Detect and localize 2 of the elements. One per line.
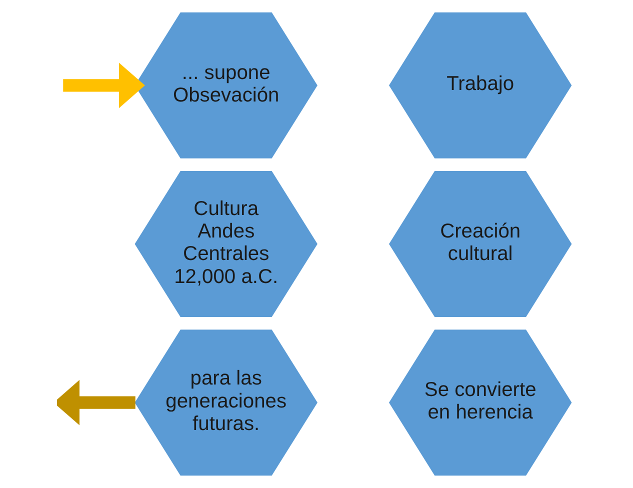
arrow [63,62,145,108]
arrow [57,380,136,426]
